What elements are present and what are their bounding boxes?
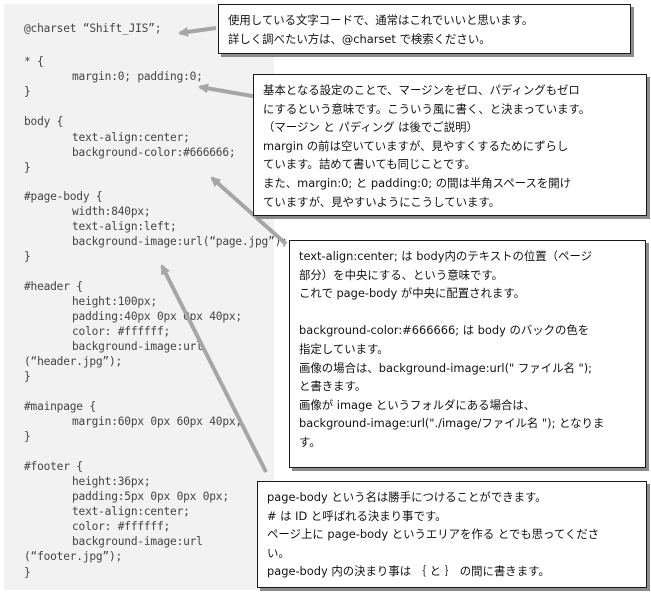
callout-line: 画像の場合は、background-image:url(" ファイル名 "); — [299, 360, 592, 375]
callout-line: 基本となる設定のことで、マージンをゼロ、パディングもゼロ — [263, 83, 580, 97]
callout-line: ていますが、見やすいようにこうしています。 — [263, 194, 501, 209]
callout-line: 指定しています。 — [299, 341, 389, 356]
code-line: margin:60px 0px 60px 40px; — [72, 415, 242, 428]
callout-line: page-body という名は勝手につけることができます。 — [267, 490, 547, 504]
callout-line: ています。詰めて書いても同じことです。 — [263, 157, 476, 172]
code-line: background-image:url — [72, 340, 203, 353]
body-callout: text-align:center; は body内のテキストの位置（ページ部分… — [289, 240, 646, 468]
code-line: background-color:#666666; — [72, 146, 236, 159]
code-line: text-align:center; — [72, 131, 190, 144]
callout-line: （マージン と パディング は後でご説明） — [263, 120, 478, 135]
code-line: (“header.jpg”); — [24, 355, 123, 368]
code-line: (“footer.jpg”); — [24, 550, 123, 563]
callout-line: 使用している文字コードで、通常はこれでいいと思います。 — [228, 13, 534, 27]
callout-line — [299, 303, 636, 322]
code-line: text-align:center; — [72, 505, 190, 518]
code-line: #mainpage { — [24, 400, 96, 413]
callout-line: ページ上に page-body というエリアを作る とでも思ってくださ — [267, 527, 600, 542]
code-line: * { — [24, 55, 44, 68]
css-code-panel: @charset “Shift_JIS”; * { margin:0; paddin… — [4, 4, 288, 590]
code-line: @charset “Shift_JIS”; — [24, 22, 162, 35]
reset-callout: 基本となる設定のことで、マージンをゼロ、パディングもゼロにするという意味です。こ… — [253, 74, 647, 216]
code-line: } — [24, 370, 31, 383]
code-line: padding:40px 0px 0px 40px; — [72, 310, 242, 323]
callout-line: と書きます。 — [299, 379, 367, 394]
callout-line: にするという意味です。こういう風に書く、と決まっています。 — [263, 101, 591, 116]
code-line: color: #ffffff; — [72, 520, 171, 533]
pagebody-callout: page-body という名は勝手につけることができます。 # は ID と呼ばれ… — [257, 481, 647, 588]
code-line: } — [24, 430, 31, 443]
callout-line: す。 — [299, 434, 321, 449]
code-line: #page-body { — [24, 190, 103, 203]
callout-line: い。 — [267, 545, 290, 560]
callout-line: これで page-body が中央に配置されます。 — [299, 286, 525, 301]
code-line: } — [24, 250, 31, 263]
callout-line: margin の前は空いていますが、見やすくするためにずらし — [263, 138, 569, 153]
code-line: height:100px; — [72, 295, 157, 308]
code-line: margin:0; padding:0; — [72, 70, 203, 83]
code-line: background-image:url(“page.jpg”); — [72, 235, 288, 248]
callout-line: # は ID と呼ばれる決まり事です。 — [267, 508, 447, 523]
code-line: } — [24, 85, 31, 98]
callout-line: 部分）を中央にする、という意味です。 — [299, 267, 504, 282]
code-line: width:840px; — [72, 205, 151, 218]
code-line: height:36px; — [72, 475, 151, 488]
callout-line: page-body 内の決まり事は ｛ と ｝ の間に書きます。 — [267, 564, 550, 579]
callout-line: background-image:url("./image/ファイル名 "); … — [299, 416, 605, 431]
code-line: text-align:left; — [72, 220, 177, 233]
code-line: color: #ffffff; — [72, 325, 171, 338]
code-line: padding:5px 0px 0px 0px; — [72, 490, 229, 503]
charset-callout: 使用している文字コードで、通常はこれでいいと思います。詳しく調べたい方は、@ch… — [218, 4, 631, 54]
callout-line: 画像が image というフォルダにある場合は、 — [299, 397, 536, 412]
callout-line: 詳しく調べたい方は、@charset で検索ください。 — [228, 31, 491, 46]
callout-line: また、margin:0; と padding:0; の間は半角スペースを開け — [263, 175, 572, 190]
code-line: } — [24, 161, 31, 174]
code-line: #header { — [24, 280, 83, 293]
code-line: body { — [24, 115, 64, 128]
code-line: #footer { — [24, 460, 83, 473]
callout-line: background-color:#666666; は body のバックの色を — [299, 323, 590, 338]
code-line: background-image:url — [72, 535, 203, 548]
code-line: } — [24, 566, 31, 579]
callout-line: text-align:center; は body内のテキストの位置（ページ — [299, 249, 592, 263]
